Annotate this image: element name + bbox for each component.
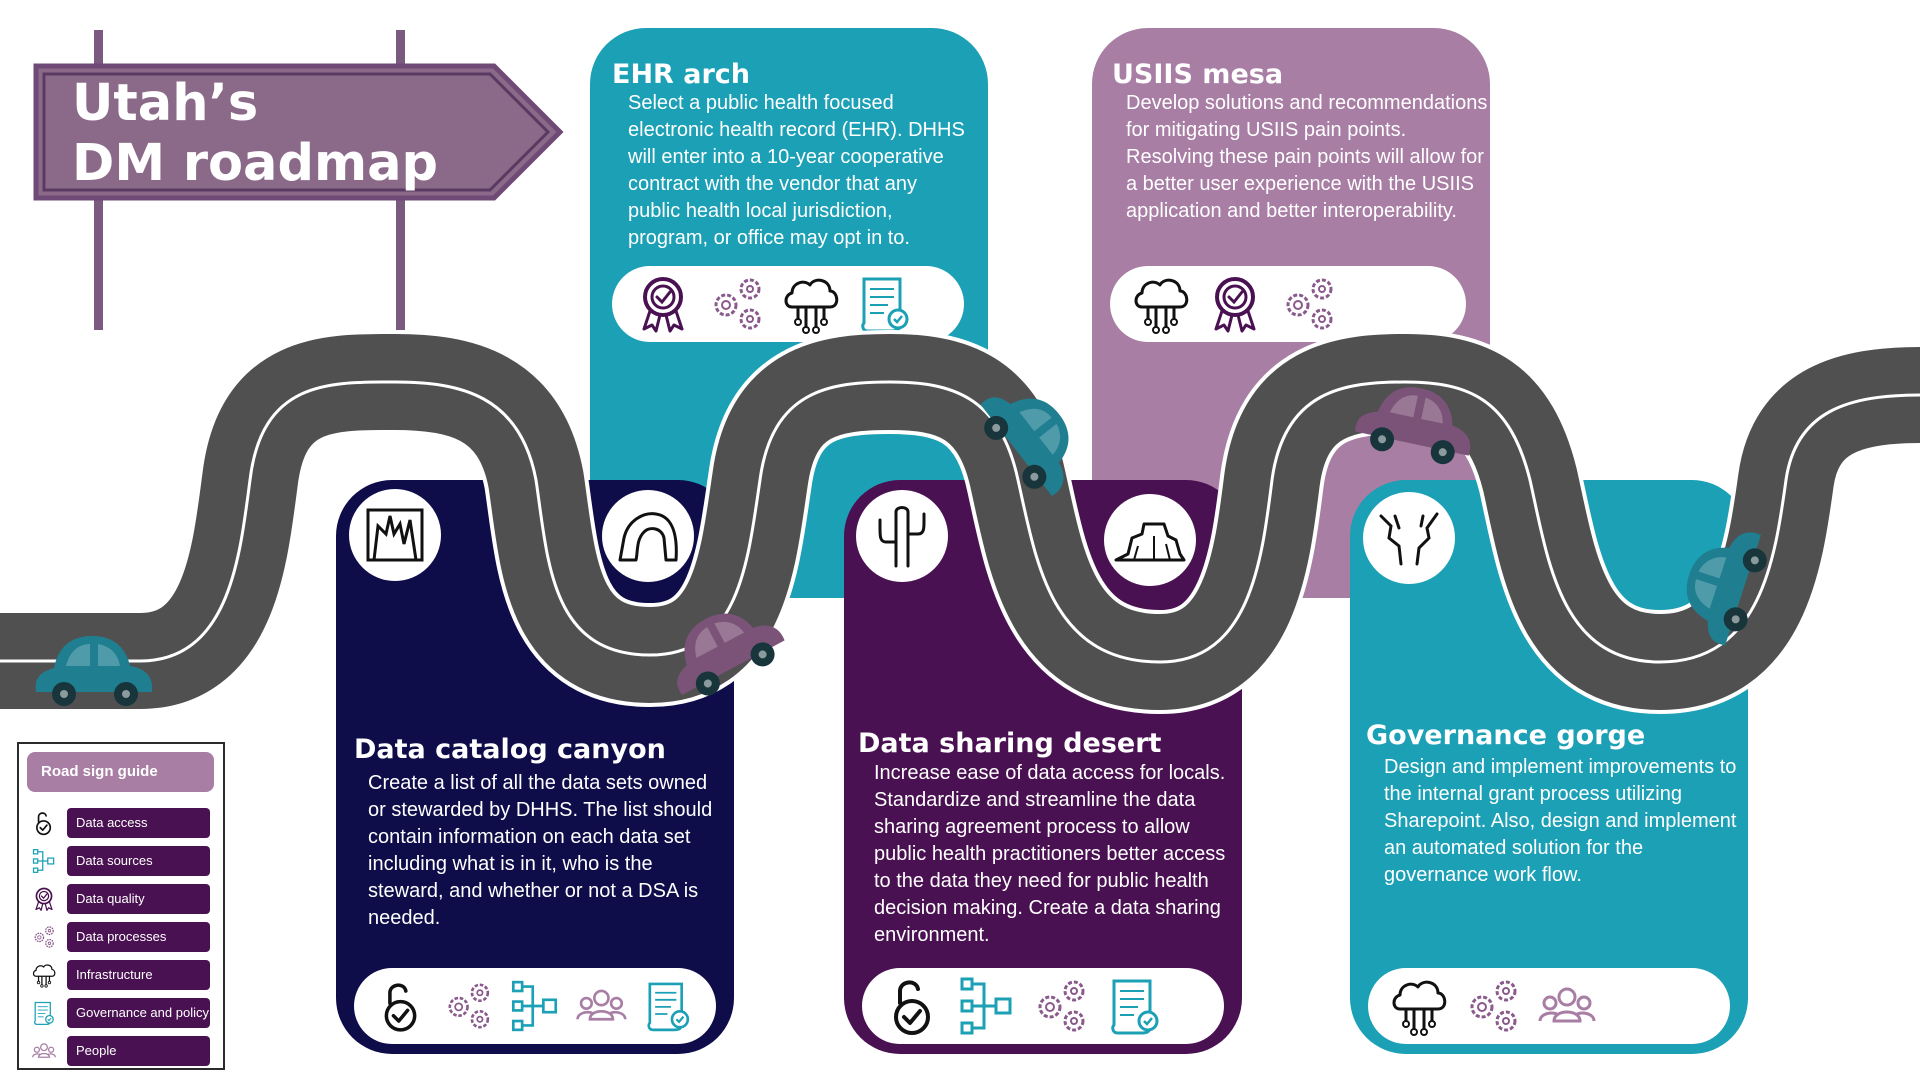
card-icon-row <box>1110 266 1466 342</box>
legend-label: Data processes <box>67 922 210 952</box>
card-description: Design and implement improvements to the… <box>1384 756 1737 886</box>
card-icon-row <box>1368 968 1730 1044</box>
data-access-icon <box>31 810 57 836</box>
landmark-cactus <box>856 490 948 582</box>
legend-item: People <box>27 1036 217 1066</box>
card-icon-row <box>862 968 1224 1044</box>
canyon-icon <box>366 508 424 562</box>
landmark-mesa <box>1104 494 1196 586</box>
legend-item: Data quality <box>27 884 217 914</box>
legend-title: Road sign guide <box>27 752 214 792</box>
people-icon <box>31 1038 57 1064</box>
card-title: EHR arch <box>612 59 750 90</box>
legend-label: Data quality <box>67 884 210 914</box>
card-description: Increase ease of data access for locals.… <box>874 762 1226 946</box>
card-title: USIIS mesa <box>1112 59 1284 90</box>
card-title: Data sharing desert <box>858 728 1162 759</box>
legend-label: Infrastructure <box>67 960 210 990</box>
mesa-icon <box>1114 522 1186 562</box>
landmark-arch <box>602 490 694 582</box>
legend-item: Governance and policy <box>27 998 217 1028</box>
infrastructure-icon <box>31 962 57 988</box>
card-icon-row <box>354 968 716 1044</box>
data-processes-icon <box>31 924 57 950</box>
data-sources-icon <box>31 848 57 874</box>
legend-label: Data access <box>67 808 210 838</box>
card-title: Data catalog canyon <box>354 734 666 765</box>
arch-icon <box>618 512 678 562</box>
road-sign: Utah’s DM roadmap <box>32 62 564 202</box>
legend-item: Data access <box>27 808 217 838</box>
page-title: Utah’s DM roadmap <box>72 74 439 193</box>
card-description: Create a list of all the data sets owned… <box>368 772 713 929</box>
data-quality-icon <box>31 886 57 912</box>
card-icon-row <box>612 266 964 342</box>
card-description: Develop solutions and recommendations fo… <box>1126 92 1488 222</box>
card-title: Governance gorge <box>1366 720 1646 751</box>
legend-label: Governance and policy <box>67 998 210 1028</box>
card-description: Select a public health focused electroni… <box>628 92 965 249</box>
legend-item: Data sources <box>27 846 217 876</box>
road-sign-shape <box>33 63 564 201</box>
gorge-icon <box>1379 512 1439 566</box>
legend-label: Data sources <box>67 846 210 876</box>
car-icon <box>30 628 158 716</box>
legend-item: Infrastructure <box>27 960 217 990</box>
legend-item: Data processes <box>27 922 217 952</box>
legend-label: People <box>67 1036 210 1066</box>
road-sign-guide: Road sign guide Data access Data sources… <box>17 742 225 1070</box>
landmark-canyon <box>349 489 441 581</box>
governance-icon <box>31 1000 57 1026</box>
landmark-gorge <box>1363 492 1455 584</box>
cactus-icon <box>878 506 926 568</box>
